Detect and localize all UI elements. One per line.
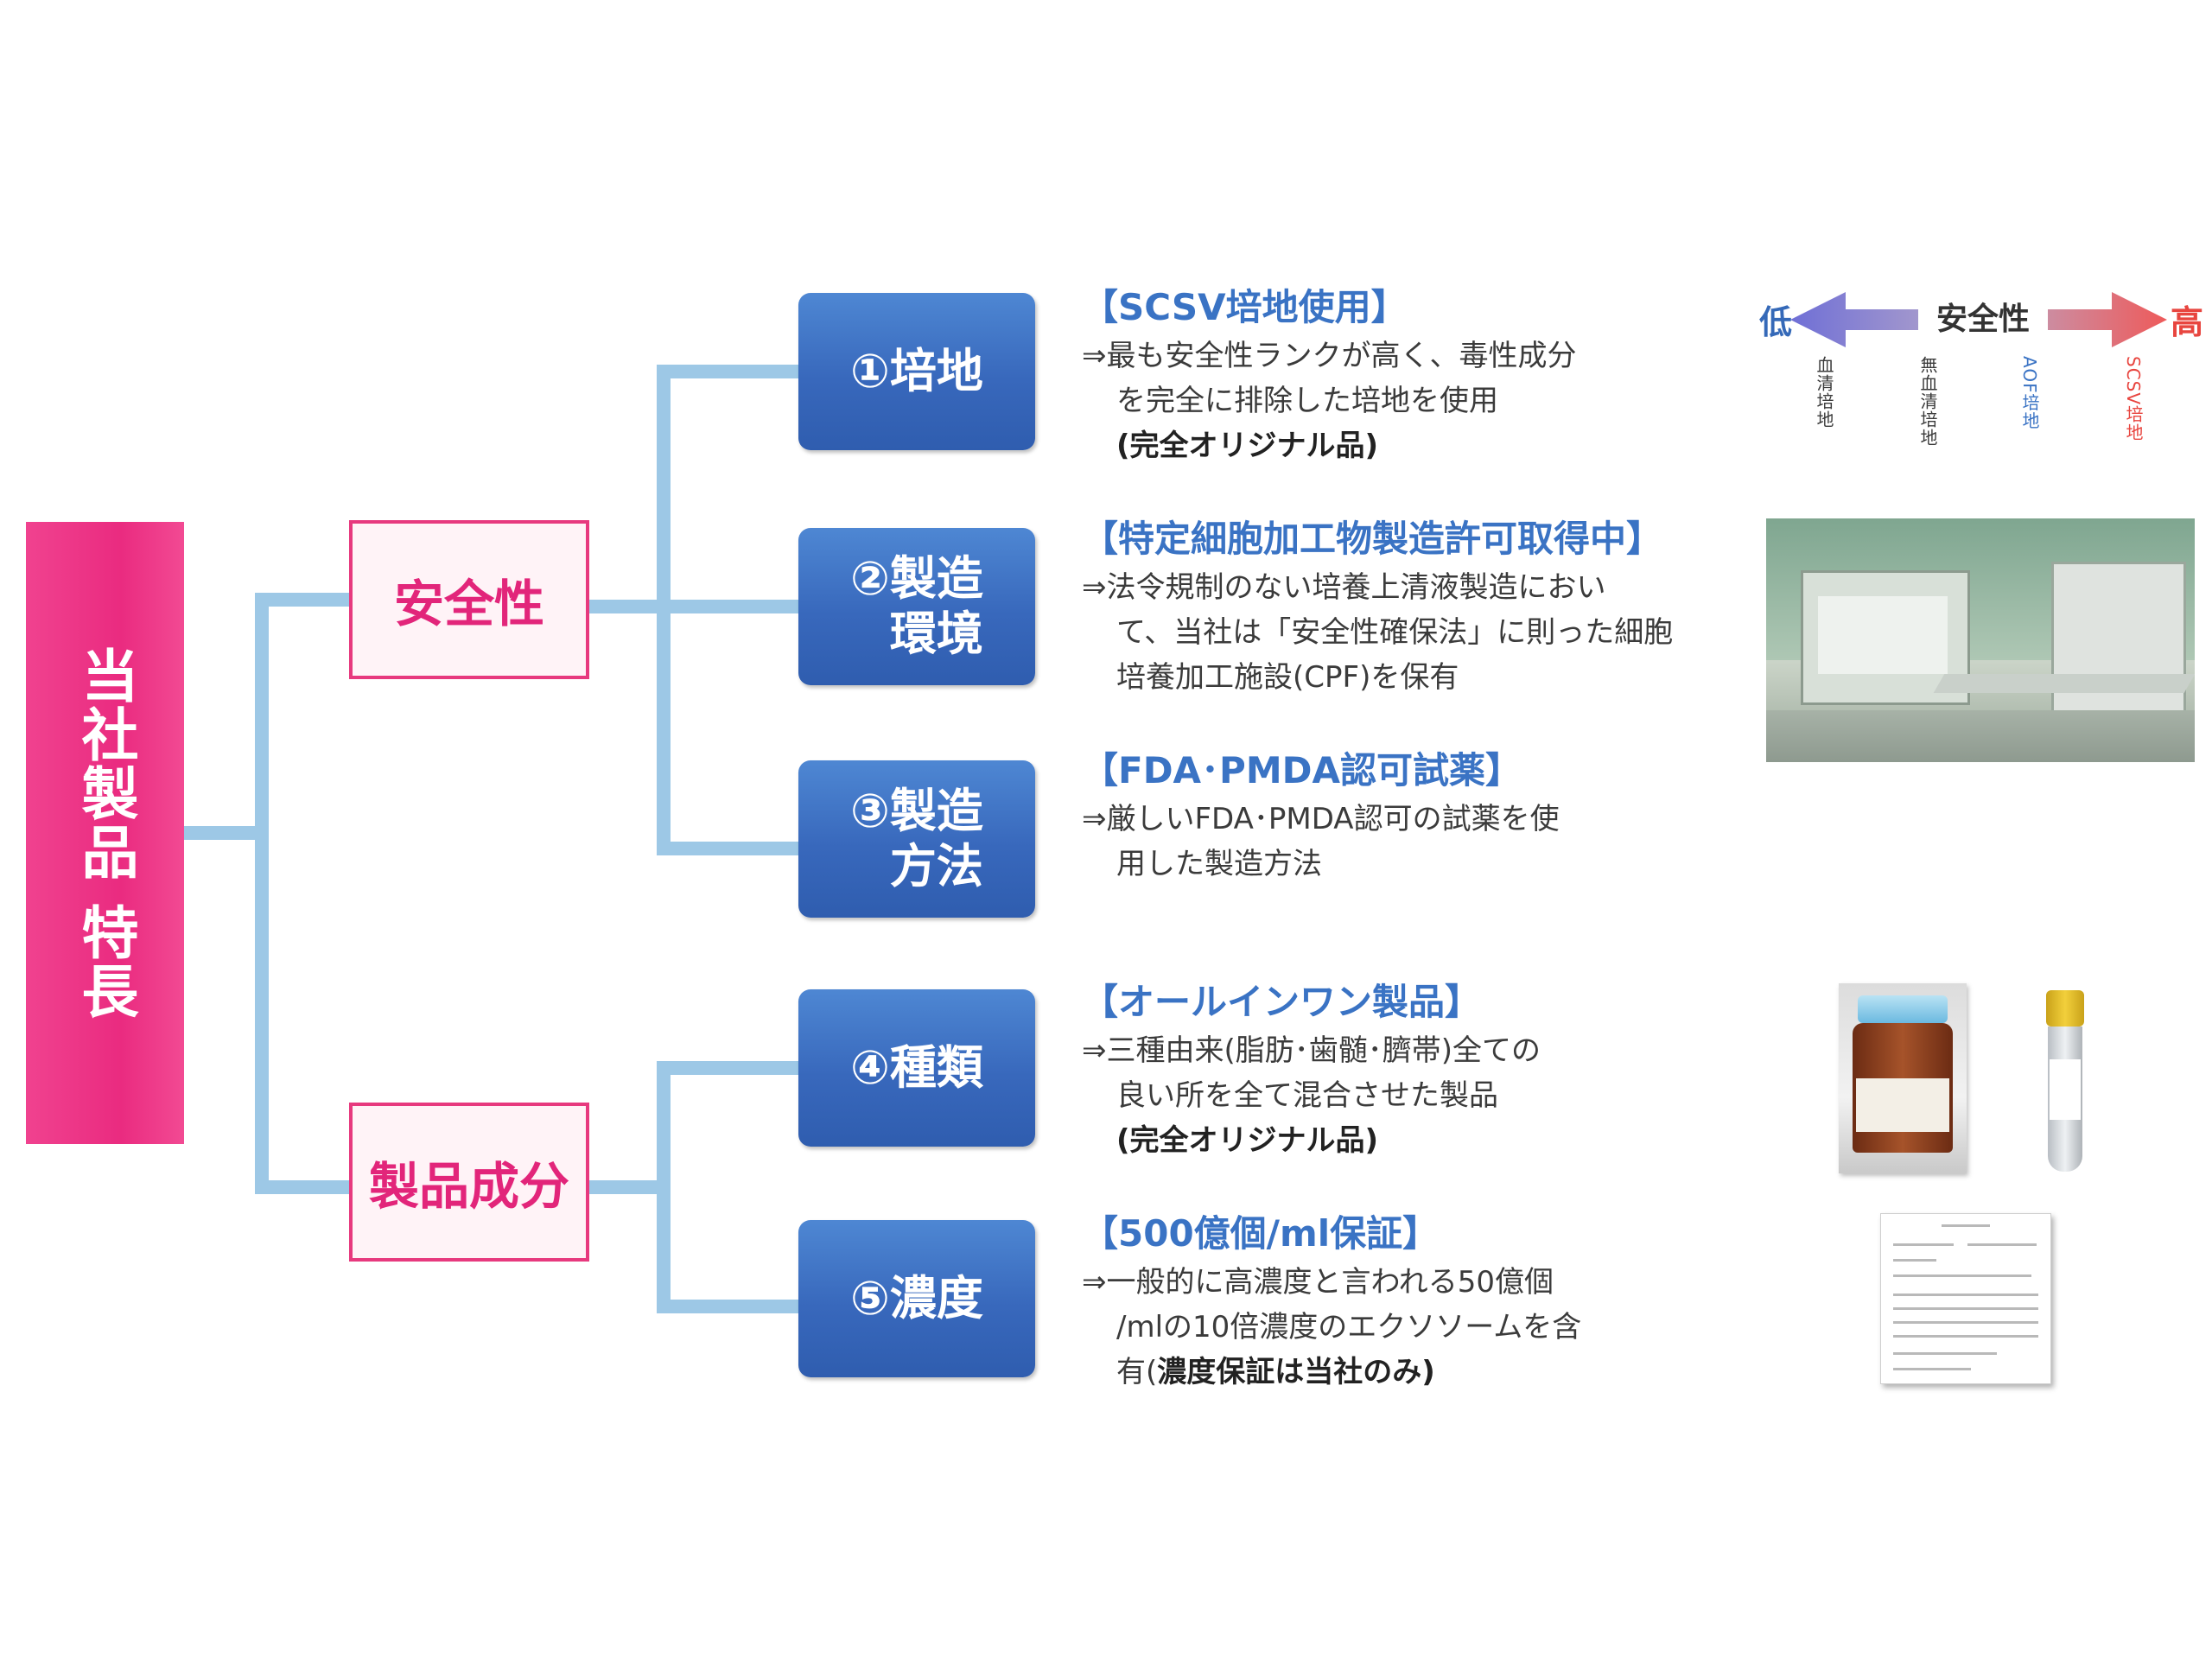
- item-method: ③製造 方法: [798, 760, 1035, 918]
- desc-line: ⇒最も安全性ランクが高く、毒性成分: [1082, 339, 1577, 373]
- desc-line: ⇒三種由来(脂肪･歯髄･臍帯)全ての: [1082, 1033, 1541, 1068]
- certificate-document-thumbnail: [1880, 1213, 2051, 1384]
- desc-note: (完全オリジナル品): [1116, 1123, 1379, 1158]
- medium-serum-label: 血清培地: [1814, 356, 1834, 429]
- safety-scale: 低 高 安全性 血清培地 無血清培地 AOF培地 SCSV培地: [1754, 276, 2203, 475]
- safety-low-label: 低: [1759, 303, 1793, 341]
- desc-line-last: 有(濃度保証は当社のみ): [1082, 1350, 1704, 1395]
- root-label: 当社製品 特長: [72, 645, 139, 1020]
- desc-note: (完全オリジナル品): [1116, 429, 1379, 463]
- clean-room-photo: [1766, 518, 2195, 762]
- item-type-label: ④種類: [850, 1040, 983, 1095]
- desc-line: ⇒法令規制のない培養上清液製造におい: [1082, 570, 1606, 605]
- desc-environment-title: 【特定細胞加工物製造許可取得中】: [1082, 518, 1663, 560]
- desc-line: ⇒一般的に高濃度と言われる50億個: [1082, 1265, 1554, 1300]
- safety-high-label: 高: [2170, 303, 2203, 341]
- desc-type-title: 【オールインワン製品】: [1082, 981, 1482, 1023]
- item-environment: ②製造 環境: [798, 528, 1035, 685]
- item-environment-label: ②製造 環境: [850, 551, 983, 661]
- item-concentration: ⑤濃度: [798, 1220, 1035, 1377]
- desc-line: 良い所を全て混合させた製品: [1116, 1078, 1498, 1113]
- product-vial-photo: [2043, 990, 2088, 1175]
- category-safety: 安全性: [349, 520, 589, 679]
- item-concentration-label: ⑤濃度: [850, 1271, 983, 1325]
- desc-medium-title: 【SCSV培地使用】: [1082, 286, 1408, 328]
- item-medium: ①培地: [798, 293, 1035, 450]
- desc-line: 用した製造方法: [1116, 847, 1322, 881]
- desc-line: を完全に排除した培地を使用: [1116, 384, 1498, 418]
- desc-method-title: 【FDA･PMDA認可試薬】: [1082, 749, 1522, 791]
- desc-environment: 【特定細胞加工物製造許可取得中】 ⇒法令規制のない培養上清液製造におい て、当社…: [1082, 517, 1704, 700]
- desc-medium: 【SCSV培地使用】 ⇒最も安全性ランクが高く、毒性成分 を完全に排除した培地を…: [1082, 285, 1704, 468]
- safety-scale-title: 安全性: [1918, 294, 2048, 339]
- desc-line: ⇒厳しいFDA･PMDA認可の試薬を使: [1082, 802, 1560, 836]
- root-node: 当社製品 特長: [26, 522, 184, 1144]
- desc-line: /mlの10倍濃度のエクソソームを含: [1116, 1310, 1582, 1344]
- desc-last-bold: 濃度保証は当社のみ): [1157, 1355, 1435, 1389]
- desc-last-prefix: 有(: [1116, 1355, 1158, 1389]
- item-medium-label: ①培地: [850, 344, 983, 398]
- desc-type: 【オールインワン製品】 ⇒三種由来(脂肪･歯髄･臍帯)全ての 良い所を全て混合さ…: [1082, 980, 1704, 1163]
- desc-concentration: 【500億個/ml保証】 ⇒一般的に高濃度と言われる50億個 /mlの10倍濃度…: [1082, 1211, 1704, 1395]
- item-method-label: ③製造 方法: [850, 784, 983, 893]
- medium-scsv-label: SCSV培地: [2123, 356, 2144, 442]
- desc-line: 培養加工施設(CPF)を保有: [1116, 660, 1459, 695]
- item-type: ④種類: [798, 989, 1035, 1147]
- desc-line: て、当社は「安全性確保法」に則った細胞: [1116, 615, 1674, 650]
- category-composition-label: 製品成分: [368, 1157, 569, 1216]
- product-bottle-photo: [1839, 983, 1967, 1173]
- desc-concentration-title: 【500億個/ml保証】: [1082, 1212, 1440, 1255]
- desc-method: 【FDA･PMDA認可試薬】 ⇒厳しいFDA･PMDA認可の試薬を使 用した製造…: [1082, 748, 1704, 887]
- category-safety-label: 安全性: [393, 575, 544, 633]
- medium-serum-free-label: 無血清培地: [1917, 356, 1938, 447]
- medium-aof-label: AOF培地: [2019, 356, 2040, 430]
- category-composition: 製品成分: [349, 1103, 589, 1262]
